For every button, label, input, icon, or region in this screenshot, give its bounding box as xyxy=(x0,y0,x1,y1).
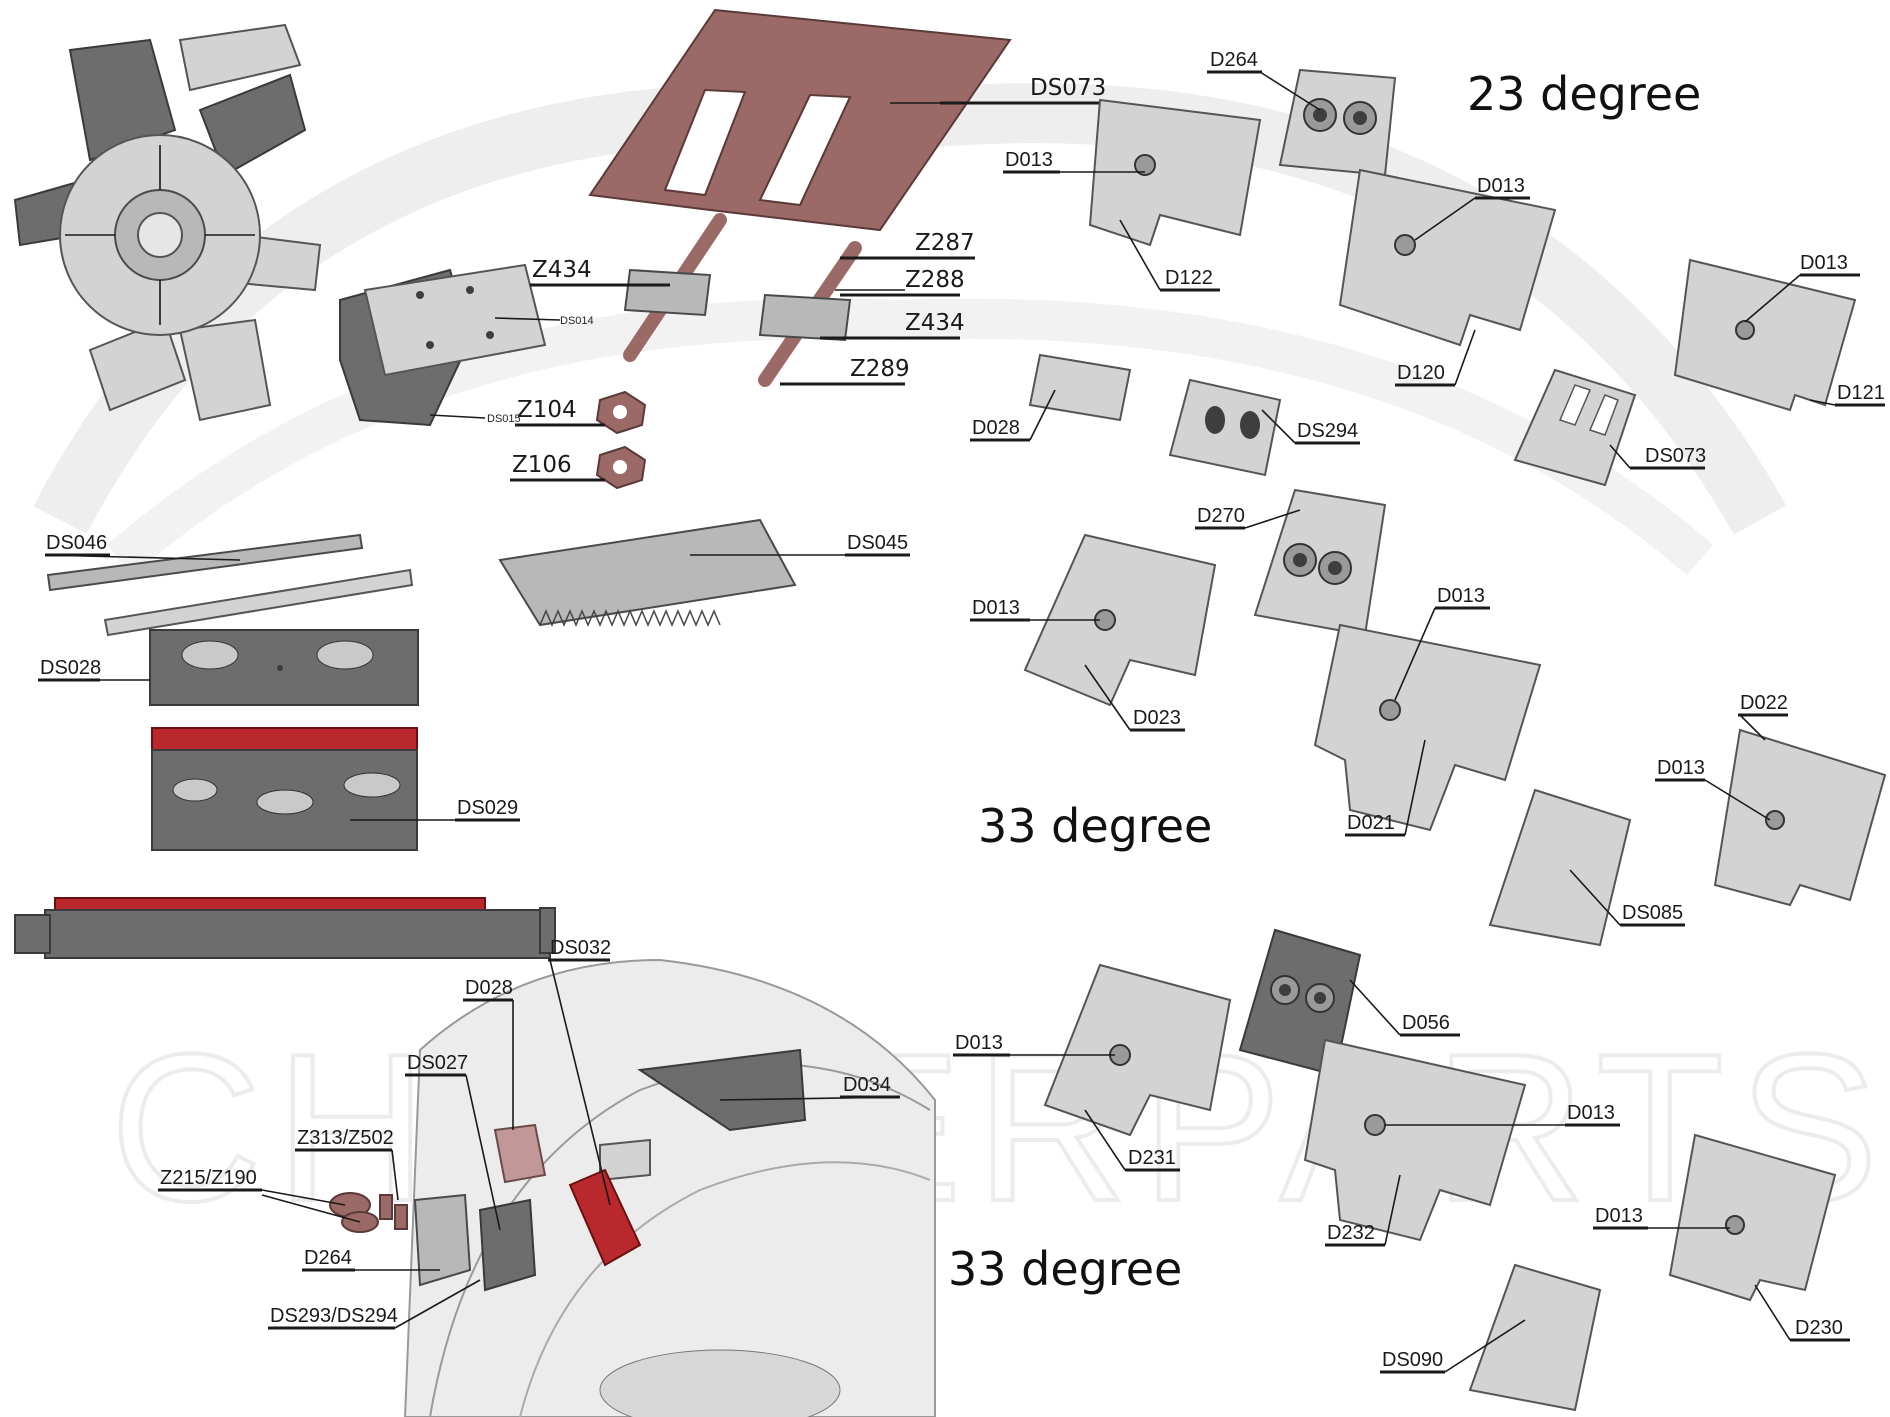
label-ds090: DS090 xyxy=(1382,1349,1443,1371)
label-ds073-top: DS073 xyxy=(1030,75,1106,101)
label-d028-bottom: D028 xyxy=(465,977,513,999)
label-z313-z502: Z313/Z502 xyxy=(297,1127,394,1149)
label-d013-f: D013 xyxy=(1657,757,1705,779)
label-ds027: DS027 xyxy=(407,1052,468,1074)
holder-d230: D013 D230 xyxy=(1593,1133,1850,1342)
label-d056: D056 xyxy=(1402,1012,1450,1034)
label-d230: D230 xyxy=(1795,1317,1843,1339)
label-ds014: DS014 xyxy=(560,315,594,327)
block-ds294: DS294 xyxy=(1168,378,1360,477)
label-ds032: DS032 xyxy=(550,937,611,959)
rotor-disc-assembly xyxy=(13,23,322,422)
label-z289: Z289 xyxy=(850,356,910,382)
clamp-bolts: Z434 Z287 Z288 Z434 Z289 xyxy=(530,213,975,387)
label-d013-i: D013 xyxy=(1595,1205,1643,1227)
label-ds015: DS015 xyxy=(487,413,521,425)
label-d264-top: D264 xyxy=(1210,49,1258,71)
label-d023: D023 xyxy=(1133,707,1181,729)
knife-ds090: DS090 xyxy=(1380,1263,1602,1412)
drum-assembly: DS032 D028 DS027 Z313/Z502 Z215/Z190 D26… xyxy=(158,937,936,1417)
label-d121: D121 xyxy=(1837,382,1885,404)
label-ds293-ds294: DS293/DS294 xyxy=(270,1305,398,1327)
holder-d122: D013 D122 xyxy=(1003,98,1262,292)
label-d013-a: D013 xyxy=(1005,149,1053,171)
label-d231: D231 xyxy=(1128,1147,1176,1169)
knife-ds073-mid: DS073 xyxy=(1513,368,1706,487)
block-d270: D270 xyxy=(1195,488,1387,637)
label-d022: D022 xyxy=(1740,692,1788,714)
label-d013-c: D013 xyxy=(1800,252,1848,274)
holder-d023: D013 D023 xyxy=(970,533,1217,732)
label-z434-right: Z434 xyxy=(905,310,965,336)
knife-ds073-top: DS073 xyxy=(588,8,1106,232)
label-z434-left: Z434 xyxy=(532,257,592,283)
knife-ds085: DS085 xyxy=(1488,788,1685,947)
label-z106: Z106 xyxy=(512,452,572,478)
label-d013-b: D013 xyxy=(1477,175,1525,197)
holder-d120: D013 D120 xyxy=(1338,168,1557,387)
heading-33-degree-a: 33 degree xyxy=(978,799,1212,853)
label-d120: D120 xyxy=(1397,362,1445,384)
block-d264-top: D264 xyxy=(1207,49,1397,177)
strips-ds046: DS046 xyxy=(44,532,414,637)
label-z104: Z104 xyxy=(517,397,577,423)
label-d270: D270 xyxy=(1197,505,1245,527)
knife-holder-ds014: DS014 DS015 xyxy=(339,263,594,427)
holder-d022: D022 D013 xyxy=(1655,692,1887,907)
label-ds029: DS029 xyxy=(457,797,518,819)
label-d013-h: D013 xyxy=(1567,1102,1615,1124)
plate-ds029: DS029 xyxy=(151,727,520,851)
plate-ds028: DS028 xyxy=(38,629,419,706)
holder-d231: D013 D231 xyxy=(953,963,1232,1172)
label-z287: Z287 xyxy=(915,230,975,256)
label-z215-z190: Z215/Z190 xyxy=(160,1167,257,1189)
plate-d028-mid: D028 xyxy=(970,353,1132,442)
label-d034: D034 xyxy=(843,1074,891,1096)
label-ds085: DS085 xyxy=(1622,902,1683,924)
label-d013-e: D013 xyxy=(1437,585,1485,607)
label-ds045: DS045 xyxy=(847,532,908,554)
label-ds028: DS028 xyxy=(40,657,101,679)
label-d264-bottom: D264 xyxy=(304,1247,352,1269)
label-d013-g: D013 xyxy=(955,1032,1003,1054)
holder-d121: D013 D121 xyxy=(1673,252,1885,412)
heading-23-degree: 23 degree xyxy=(1467,67,1701,121)
label-ds046: DS046 xyxy=(46,532,107,554)
holder-d021: D013 D021 xyxy=(1313,585,1542,837)
toothed-plate-ds045: DS045 xyxy=(498,518,910,627)
label-ds294: DS294 xyxy=(1297,420,1358,442)
heading-33-degree-b: 33 degree xyxy=(948,1242,1182,1296)
label-d013-d: D013 xyxy=(972,597,1020,619)
label-z288: Z288 xyxy=(905,267,965,293)
label-d122: D122 xyxy=(1165,267,1213,289)
label-ds073-mid: DS073 xyxy=(1645,445,1706,467)
label-d021: D021 xyxy=(1347,812,1395,834)
long-counter-bar xyxy=(14,897,556,959)
holder-d232: D013 D232 xyxy=(1303,1038,1620,1247)
nuts: Z104 Z106 xyxy=(510,390,647,490)
label-d232: D232 xyxy=(1327,1222,1375,1244)
label-d028-mid: D028 xyxy=(972,417,1020,439)
